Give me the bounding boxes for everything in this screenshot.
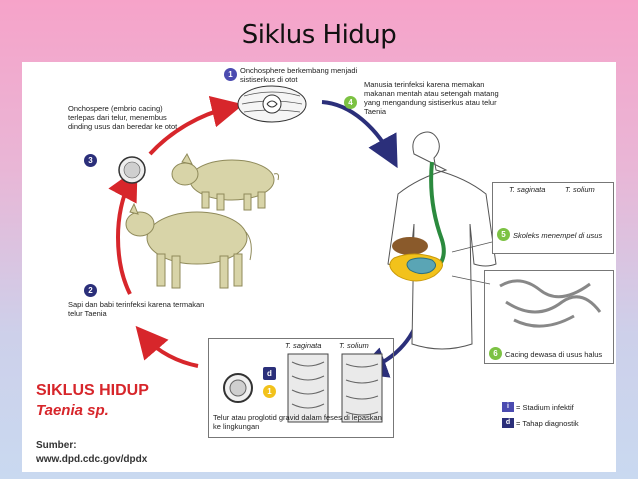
diagnostic-stage-badge: d [263,367,276,380]
infective-legend-text: = Stadium infektif [516,403,574,412]
infective-legend-badge: i [502,402,514,412]
step-4-text: Manusia terinfeksi karena memakan makana… [364,80,499,116]
egg-box: T. saginata T. solium d 1 Telur atau pro… [208,338,394,438]
source-label: Sumber: [36,440,77,451]
egg-and-proglottid-illustration [223,353,383,423]
egg-caption: Telur atau proglotid gravid dalam feses … [213,413,382,431]
diagram-artwork [108,85,602,423]
step-1-text: Onchosphere berkembang menjadi sistiserk… [240,66,358,84]
cow-illustration [125,202,252,289]
step-2-text: Sapi dan babi terinfeksi karena termakan… [68,300,205,318]
egg-label-saginata: T. saginata [285,341,322,350]
step-6-badge: 6 [489,347,502,360]
scolex-label-saginata: T. saginata [509,185,546,194]
adult-worm-box: 6 Cacing dewasa di usus halus [484,270,614,364]
arrow-2-to-3 [108,167,138,295]
scolex-box: T. saginata T. solium 5 Skoleks menempel… [492,182,614,254]
slide-title: Siklus Hidup [241,20,397,50]
step-5-text: Skoleks menempel di usus [513,231,603,240]
lifecycle-diagram: 1 Onchosphere berkembang menjadi sistise… [22,62,616,472]
arrow-1-to-4 [321,100,398,169]
arrow-egg-to-2 [135,325,199,368]
step-6-text: Cacing dewasa di usus halus [505,350,603,359]
step-2-badge: 2 [84,284,97,297]
diagram-subtitle: Taenia sp. [36,402,109,419]
adult-worm-illustration [499,279,602,328]
egg-label-solium: T. solium [339,341,369,350]
step-1-badge: 1 [224,68,237,81]
step-5-badge: 5 [497,228,510,241]
scolex-label-solium: T. solium [565,185,595,194]
cysticercus-in-muscle-illustration [237,85,307,123]
step-4-badge: 4 [344,96,357,109]
human-digestive-illustration [387,131,497,350]
step-3-text: Onchospere (embrio cacing) terlepas dari… [68,104,178,131]
arrow-3-to-1 [148,96,244,156]
egg-step-1-badge: 1 [263,385,276,398]
onchosphere-egg-illustration [118,156,146,184]
diagnostic-legend-text: = Tahap diagnostik [516,419,579,428]
source-url: www.dpd.cdc.gov/dpdx [36,454,148,465]
pig-illustration [171,152,279,211]
diagnostic-legend-badge: d [502,418,514,428]
step-3-badge: 3 [84,154,97,167]
diagram-title: SIKLUS HIDUP [36,382,149,399]
